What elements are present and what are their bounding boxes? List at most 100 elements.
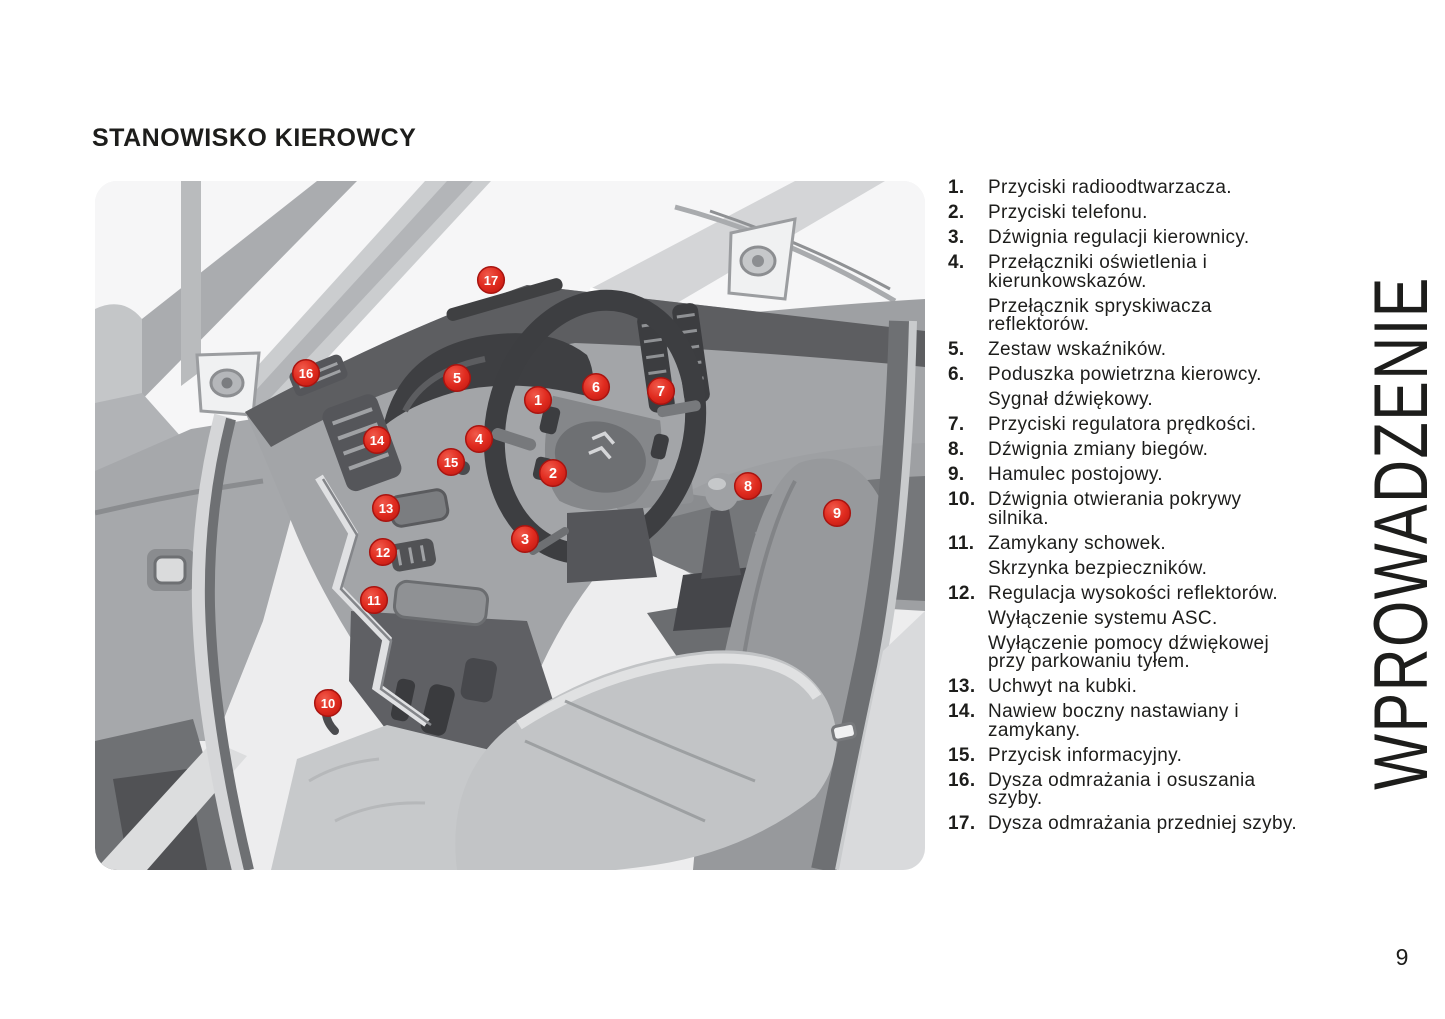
legend-item-text: Zamykany schowek.Skrzynka bezpieczników. (988, 534, 1366, 585)
svg-text:3: 3 (521, 532, 529, 548)
legend-line: Hamulec postojowy. (988, 464, 1163, 486)
legend-line: silnika. (988, 507, 1049, 529)
callout-13: 13 (371, 493, 401, 523)
svg-text:15: 15 (444, 455, 458, 470)
callout-15: 15 (436, 447, 466, 477)
callout-8: 8 (733, 471, 763, 501)
steering-adjust-lever (529, 527, 569, 555)
svg-text:12: 12 (376, 545, 390, 560)
radio-buttons (539, 406, 561, 435)
airbag-pad (554, 421, 646, 493)
legend-item: 2.Przyciski telefonu. (948, 203, 1366, 229)
legend-line: Zestaw wskaźników. (988, 339, 1167, 361)
page-number: 9 (1395, 944, 1409, 970)
callout-1: 1 (523, 385, 553, 415)
legend-item-text: Regulacja wysokości reflektorów.Wyłączen… (988, 584, 1366, 679)
legend-line: Przyciski radioodtwarzacza. (988, 177, 1232, 198)
callout-2: 2 (538, 458, 568, 488)
callout-10: 10 (313, 688, 343, 718)
legend-list: 1. Przyciski radioodtwarzacza. 2.Przyciski… (948, 177, 1366, 840)
legend-line: Dźwignia otwierania pokrywy (988, 489, 1242, 511)
legend-item-text: Zestaw wskaźników. (988, 339, 1366, 366)
legend-line: Skrzynka bezpieczników. (988, 557, 1208, 579)
legend-line: Dźwignia regulacji kierownicy. (988, 226, 1250, 248)
callout-12: 12 (368, 537, 398, 567)
door-armrest-ridge (95, 478, 264, 516)
citroen-chevrons-icon (588, 431, 616, 460)
legend-item-number: 13. (948, 676, 976, 698)
side-air-vent (322, 394, 402, 492)
legend-item-number: 17. (948, 813, 976, 835)
legend-item: 6. Poduszka powietrzna kierowcy.Sygnał dź… (948, 364, 1366, 416)
svg-text:17: 17 (484, 273, 498, 288)
legend-item-text: Poduszka powietrzna kierowcy.Sygnał dźwi… (988, 365, 1366, 416)
legend-item-text: Przyciski telefonu. (988, 203, 1366, 229)
svg-text:7: 7 (657, 384, 665, 400)
svg-text:5: 5 (453, 371, 461, 387)
legend-item-number: 5. (948, 339, 965, 361)
callout-11: 11 (359, 585, 389, 615)
callout-3: 3 (510, 524, 540, 554)
legend-item: 8. Dźwignia zmiany biegów. (948, 439, 1366, 466)
legend-line: kierunkowskazów. (988, 270, 1147, 292)
legend-item-number: 15. (948, 744, 976, 766)
legend-item-number: 1. (948, 177, 965, 198)
callout-17: 17 (476, 265, 506, 295)
legend-item-number: 12. (948, 582, 976, 604)
legend-item: 17.Dysza odmrażania przedniej szyby. (948, 813, 1366, 840)
legend-item-number: 6. (948, 364, 965, 386)
b-pillar-band (811, 320, 913, 870)
legend-item-text: Przyciski radioodtwarzacza. (988, 177, 1366, 204)
legend-item-number: 8. (948, 439, 965, 461)
steering-wheel (483, 289, 707, 565)
svg-text:8: 8 (744, 479, 752, 495)
legend-item-number: 3. (948, 226, 965, 248)
steering-column (567, 508, 657, 583)
floor-mat-texture (308, 757, 426, 823)
windshield-defroster-vent (446, 278, 563, 321)
cluster-glass-reflection (402, 356, 486, 413)
legend-item: 5. Zestaw wskaźników. (948, 339, 1366, 366)
legend-item-text: Przyciski regulatora prędkości. (988, 414, 1366, 441)
wiper-blade (709, 209, 891, 291)
legend-item-number: 10. (948, 489, 976, 511)
legend-item: 12. Regulacja wysokości reflektorów.Wyłąc… (948, 582, 1366, 679)
legend-line: Sygnał dźwiękowy. (988, 389, 1154, 411)
legend-item: 15.Przycisk informacyjny. (948, 744, 1366, 772)
cruise-buttons (650, 433, 669, 460)
legend-item-number: 14. (948, 701, 976, 723)
legend-line: Dźwignia zmiany biegów. (988, 439, 1209, 461)
legend-line: Wyłączenie pomocy dźwiękowej (988, 632, 1270, 654)
door-handle (153, 555, 187, 585)
legend-line: Wyłączenie systemu ASC. (988, 607, 1218, 629)
legend-item: 9.Hamulec postojowy. (948, 464, 1366, 491)
wiper-stalk (657, 400, 701, 418)
door-latch-striker (831, 721, 857, 742)
callout-16: 16 (291, 358, 321, 388)
seat-cushion-highlight (516, 653, 822, 730)
legend-item-number: 16. (948, 769, 976, 791)
legend-item-text: Dźwignia regulacji kierownicy. (988, 226, 1366, 254)
legend-item-number: 7. (948, 414, 965, 436)
seat-back-seam (741, 480, 797, 662)
rear-headrest (95, 304, 142, 405)
svg-text:16: 16 (299, 366, 313, 381)
legend-item: 3. Dźwignia regulacji kierownicy. (948, 226, 1366, 254)
svg-text:10: 10 (321, 696, 335, 711)
callout-5: 5 (442, 363, 472, 393)
svg-text:11: 11 (367, 593, 381, 608)
gear-knob (705, 473, 739, 511)
legend-line: Przyciski regulatora prędkości. (988, 414, 1257, 436)
legend-item-text: Uchwyt na kubki. (988, 677, 1366, 703)
door-sill (95, 741, 247, 870)
legend-line: Przełączniki oświetlenia i (988, 251, 1208, 273)
callout-14: 14 (362, 425, 392, 455)
